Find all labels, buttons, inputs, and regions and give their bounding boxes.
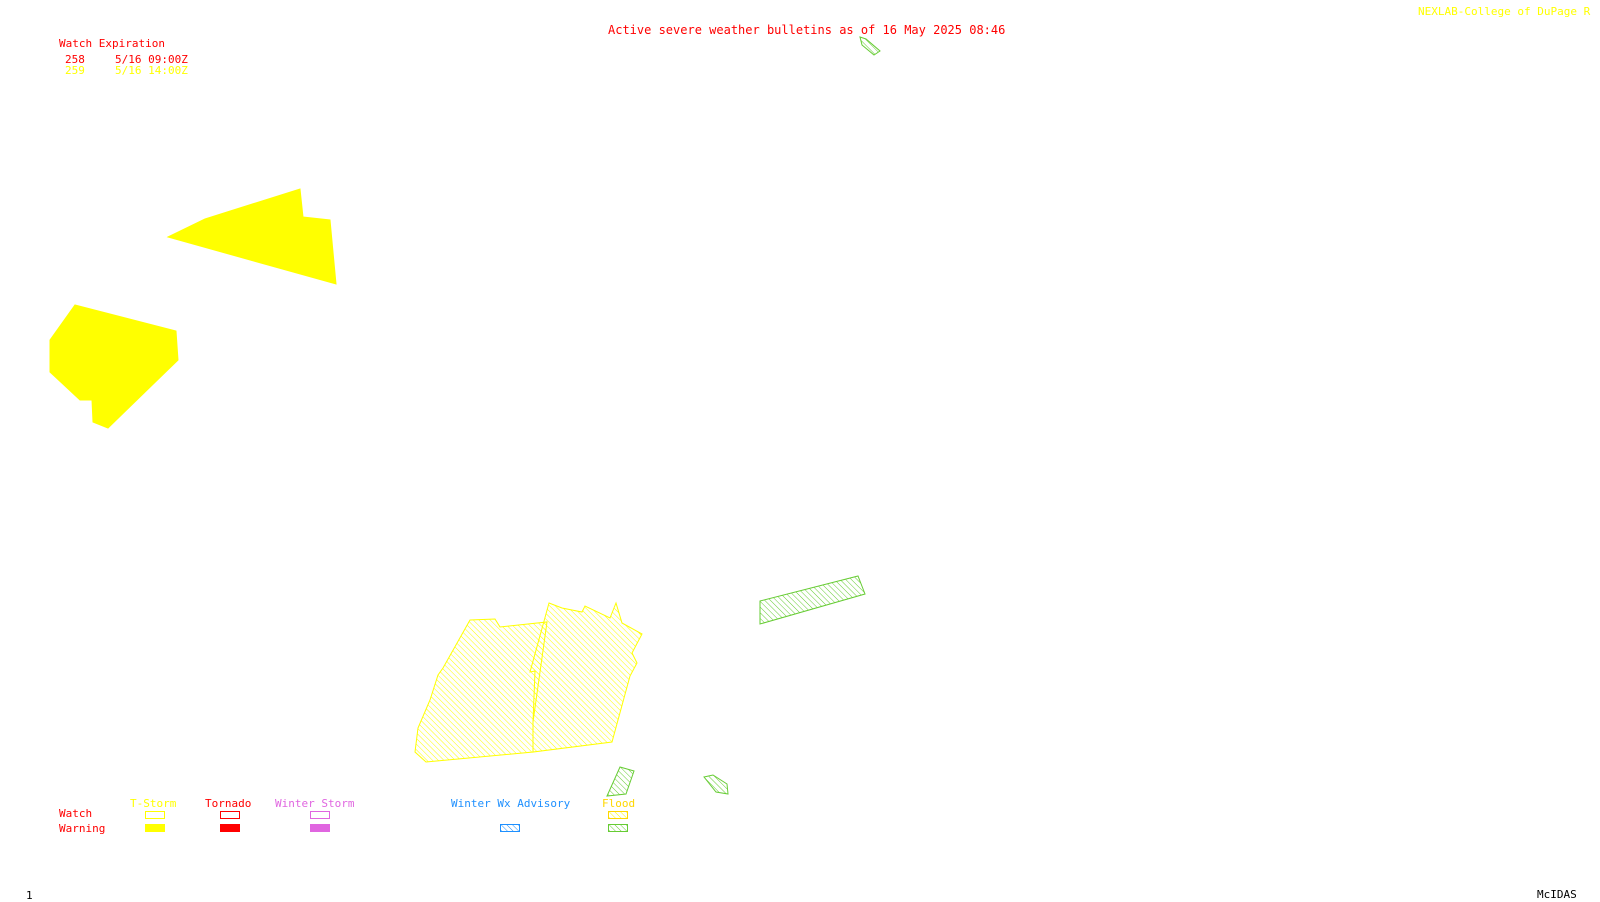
flood-warning-swatch	[608, 824, 628, 832]
tornado-warning-swatch	[220, 824, 240, 832]
bulletin-title: Active severe weather bulletins as of 16…	[608, 23, 1006, 37]
watch-expiration-time: 5/16 14:00Z	[115, 64, 188, 77]
legend-category-winter-wx-advisory: Winter Wx Advisory	[451, 797, 571, 810]
tornado-watch-swatch	[220, 811, 240, 819]
flood-watch-polygon	[414, 618, 548, 763]
legend-row-watch: Watch	[59, 807, 93, 820]
legend-category-flood: Flood	[602, 797, 636, 810]
flood-watch-swatch	[608, 811, 628, 819]
tstorm-warning-polygon	[166, 188, 337, 285]
legend-category-winter-storm: Winter Storm	[275, 797, 355, 810]
watch-id: 259	[65, 64, 85, 77]
winter-storm-watch-swatch	[310, 811, 330, 819]
frame-number: 1	[26, 889, 33, 902]
credit-label: NEXLAB-College of DuPage R	[1418, 5, 1591, 18]
winter-wx-advisory-swatch	[500, 824, 520, 832]
legend-category-tstorm: T-Storm	[130, 797, 177, 810]
tstorm-warning-polygon	[49, 304, 179, 429]
watch-id: 258	[65, 53, 85, 66]
legend-row-warning: Warning	[59, 822, 106, 835]
flood-warning-polygon	[606, 766, 635, 797]
flood-warning-polygon	[759, 575, 866, 625]
tstorm-warning-swatch	[145, 824, 165, 832]
flood-warning-polygon	[703, 774, 729, 795]
tstorm-watch-swatch	[145, 811, 165, 819]
watch-expiration-time: 5/16 09:00Z	[115, 53, 188, 66]
flood-warning-polygon	[859, 36, 881, 56]
flood-watch-polygon	[529, 601, 643, 753]
winter-storm-warning-swatch	[310, 824, 330, 832]
watch-expiration-heading: Watch Expiration	[59, 37, 165, 50]
software-label: McIDAS	[1537, 888, 1577, 901]
legend-category-tornado: Tornado	[205, 797, 252, 810]
